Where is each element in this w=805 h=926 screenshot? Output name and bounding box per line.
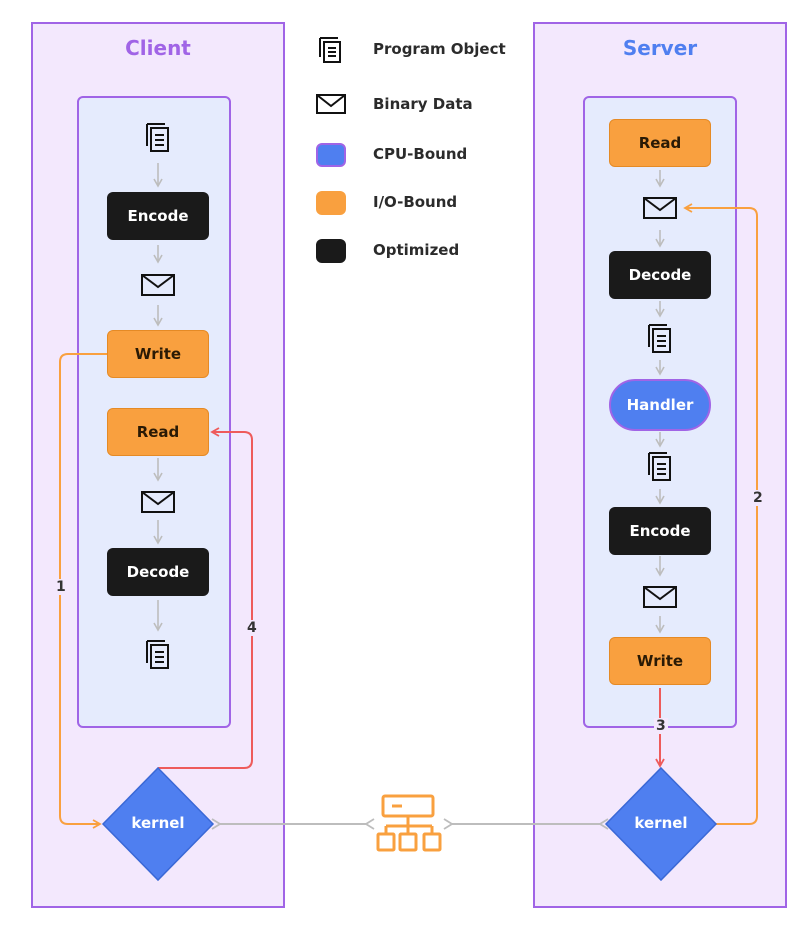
path-2-arrow [683,203,758,825]
server-binary-data-icon-2 [643,586,677,608]
client-title: Client [125,36,191,60]
client-decode-box: Decode [107,548,209,596]
step-4-label: 4 [245,620,259,636]
client-binary-data-icon-2 [141,491,175,513]
server-kernel-label: kernel [634,814,688,832]
server-handler-box: Handler [609,379,711,431]
server-title: Server [622,36,698,60]
server-write-box: Write [609,637,711,685]
client-kernel-diamond [101,766,215,882]
legend-program-object: Program Object [373,40,506,58]
step-1-label: 1 [54,579,68,595]
binary-data-icon [316,94,346,114]
client-read-box: Read [107,408,209,456]
server-read-box: Read [609,119,711,167]
server-kernel-diamond [604,766,718,882]
path-4-arrow [158,427,253,769]
optimized-swatch [316,239,346,263]
cpu-bound-swatch [316,143,346,167]
legend-optimized: Optimized [373,241,460,259]
program-object-icon [319,37,341,63]
legend-binary-data: Binary Data [373,95,473,113]
server-encode-box: Encode [609,507,711,555]
legend-io-bound: I/O-Bound [373,193,458,211]
server-decode-box: Decode [609,251,711,299]
client-program-object-icon-2 [146,640,169,669]
client-kernel-label: kernel [131,814,185,832]
step-3-label: 3 [654,718,668,734]
server-binary-data-icon [643,197,677,219]
io-bound-swatch [316,191,346,215]
client-encode-box: Encode [107,192,209,240]
server-program-object-icon-2 [648,452,671,481]
client-binary-data-icon [141,274,175,296]
step-2-label: 2 [751,490,765,506]
network-switch-icon [376,794,442,852]
server-program-object-icon [648,324,671,353]
client-write-box: Write [107,330,209,378]
client-program-object-icon [146,123,169,152]
legend-cpu-bound: CPU-Bound [373,145,468,163]
